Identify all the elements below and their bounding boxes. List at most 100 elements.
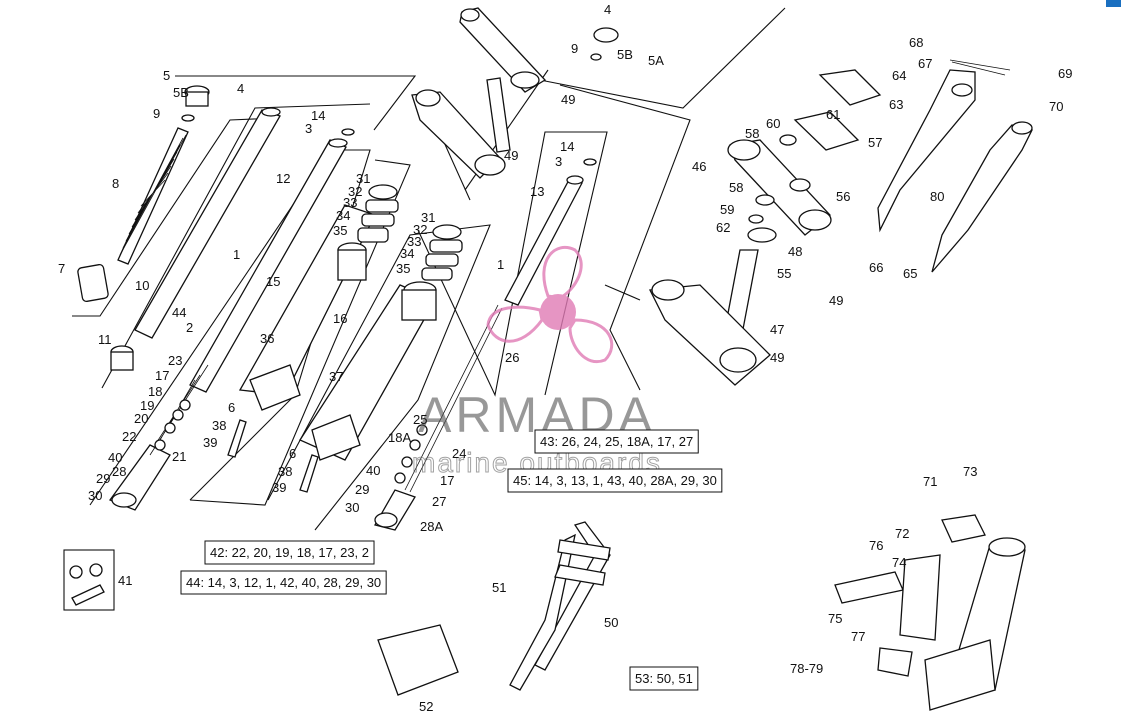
callout-c76: 76 <box>869 538 883 553</box>
callout-c21: 21 <box>172 449 186 464</box>
callout-c38a: 38 <box>212 418 226 433</box>
callout-c70: 70 <box>1049 99 1063 114</box>
callout-c65: 65 <box>903 266 917 281</box>
callout-c51: 51 <box>492 580 506 595</box>
callout-c75: 75 <box>828 611 842 626</box>
callout-c5b: 5B <box>173 85 189 100</box>
steering-stem-part <box>486 77 511 153</box>
callout-c59: 59 <box>720 202 734 217</box>
callout-c32a: 32 <box>348 184 362 199</box>
callout-c28a: 28 <box>112 464 126 479</box>
callout-c23: 23 <box>168 353 182 368</box>
callout-c69: 69 <box>1058 66 1072 81</box>
callout-c9top: 9 <box>571 41 578 56</box>
callout-c6b: 6 <box>289 446 296 461</box>
callout-c57: 57 <box>868 135 882 150</box>
callout-c39b: 39 <box>272 480 286 495</box>
lower-right-assembly <box>834 514 1026 711</box>
callout-c35b: 35 <box>396 261 410 276</box>
callout-c14a: 14 <box>311 108 325 123</box>
callout-c10: 10 <box>135 278 149 293</box>
callout-c15: 15 <box>266 274 280 289</box>
callout-c46: 46 <box>692 159 706 174</box>
callout-c3b: 3 <box>555 154 562 169</box>
callout-c31b: 31 <box>421 210 435 225</box>
callout-c44a: 44 <box>172 305 186 320</box>
bracket-66-part <box>877 69 976 233</box>
callout-c3a: 3 <box>305 121 312 136</box>
hardware-kit-41 <box>63 549 115 611</box>
callout-c34b: 34 <box>400 246 414 261</box>
kit-frame-k42 <box>204 540 375 565</box>
callout-c30b: 30 <box>345 500 359 515</box>
callout-c19: 19 <box>140 398 154 413</box>
callout-c72: 72 <box>895 526 909 541</box>
callout-c71: 71 <box>923 474 937 489</box>
right-fork-internals <box>299 158 597 531</box>
propeller-logo <box>486 245 614 364</box>
callout-c14b: 14 <box>560 139 574 154</box>
bracket-65-part <box>931 124 1033 273</box>
callout-c5btop: 5B <box>617 47 633 62</box>
callout-c66: 66 <box>869 260 883 275</box>
callout-c8: 8 <box>112 176 119 191</box>
callout-c49b: 49 <box>504 148 518 163</box>
callout-c12: 12 <box>276 171 290 186</box>
kit-box-k42: 42: 22, 20, 19, 18, 17, 23, 2 <box>204 540 375 565</box>
kit-box-k43: 43: 26, 24, 25, 18A, 17, 27 <box>534 429 699 454</box>
complete-fork <box>509 521 611 691</box>
callout-c25: 25 <box>413 412 427 427</box>
callout-c38b: 38 <box>278 464 292 479</box>
kit-frame-k44 <box>180 570 387 595</box>
callout-c31a: 31 <box>356 171 370 186</box>
tube-77-part <box>899 554 941 641</box>
callout-c1b: 1 <box>497 257 504 272</box>
callout-c58a: 58 <box>745 126 759 141</box>
callout-c29a: 29 <box>96 471 110 486</box>
callout-c6a: 6 <box>228 400 235 415</box>
callout-c28b: 28A <box>420 519 443 534</box>
callout-c36: 36 <box>260 331 274 346</box>
callout-c26: 26 <box>505 350 519 365</box>
kit-label-k44: 44: 14, 3, 12, 1, 42, 40, 28, 29, 30 <box>186 575 381 590</box>
callout-c16: 16 <box>333 311 347 326</box>
callout-c9: 9 <box>153 106 160 121</box>
callout-c18b: 18A <box>388 430 411 445</box>
callout-c41: 41 <box>118 573 132 588</box>
kit-frame-k43 <box>534 429 699 454</box>
callout-c73: 73 <box>963 464 977 479</box>
callout-c63: 63 <box>889 97 903 112</box>
kit-label-k53: 53: 50, 51 <box>635 671 693 686</box>
bag-52-part <box>377 624 459 696</box>
callout-c1a: 1 <box>233 247 240 262</box>
callout-c2: 2 <box>186 320 193 335</box>
callout-c20: 20 <box>134 411 148 426</box>
callout-c56: 56 <box>836 189 850 204</box>
callout-c74: 74 <box>892 555 906 570</box>
callout-c40a: 40 <box>108 450 122 465</box>
kit-label-k45: 45: 14, 3, 13, 1, 43, 40, 28A, 29, 30 <box>513 473 717 488</box>
callout-c17a: 17 <box>155 368 169 383</box>
callout-c22: 22 <box>122 429 136 444</box>
kit-boxes: 43: 26, 24, 25, 18A, 17, 27 45: 14, 3, 13… <box>180 429 723 691</box>
callout-c49c: 49 <box>829 293 843 308</box>
triple-clamp-assembly <box>411 7 882 386</box>
callout-c80: 80 <box>930 189 944 204</box>
callout-c47: 47 <box>770 322 784 337</box>
headlight-brackets <box>877 59 1033 273</box>
stanchion-part <box>189 139 347 393</box>
callout-c49a: 49 <box>561 92 575 107</box>
kit-frame-k45 <box>507 468 723 493</box>
callout-c68: 68 <box>909 35 923 50</box>
callout-c48: 48 <box>788 244 802 259</box>
callout-c62: 62 <box>716 220 730 235</box>
callout-c39a: 39 <box>203 435 217 450</box>
callout-c35a: 35 <box>333 223 347 238</box>
callout-c49d: 49 <box>770 350 784 365</box>
callout-c61: 61 <box>826 107 840 122</box>
callout-c60: 60 <box>766 116 780 131</box>
callout-c33a: 33 <box>343 195 357 210</box>
callout-c77: 77 <box>851 629 865 644</box>
